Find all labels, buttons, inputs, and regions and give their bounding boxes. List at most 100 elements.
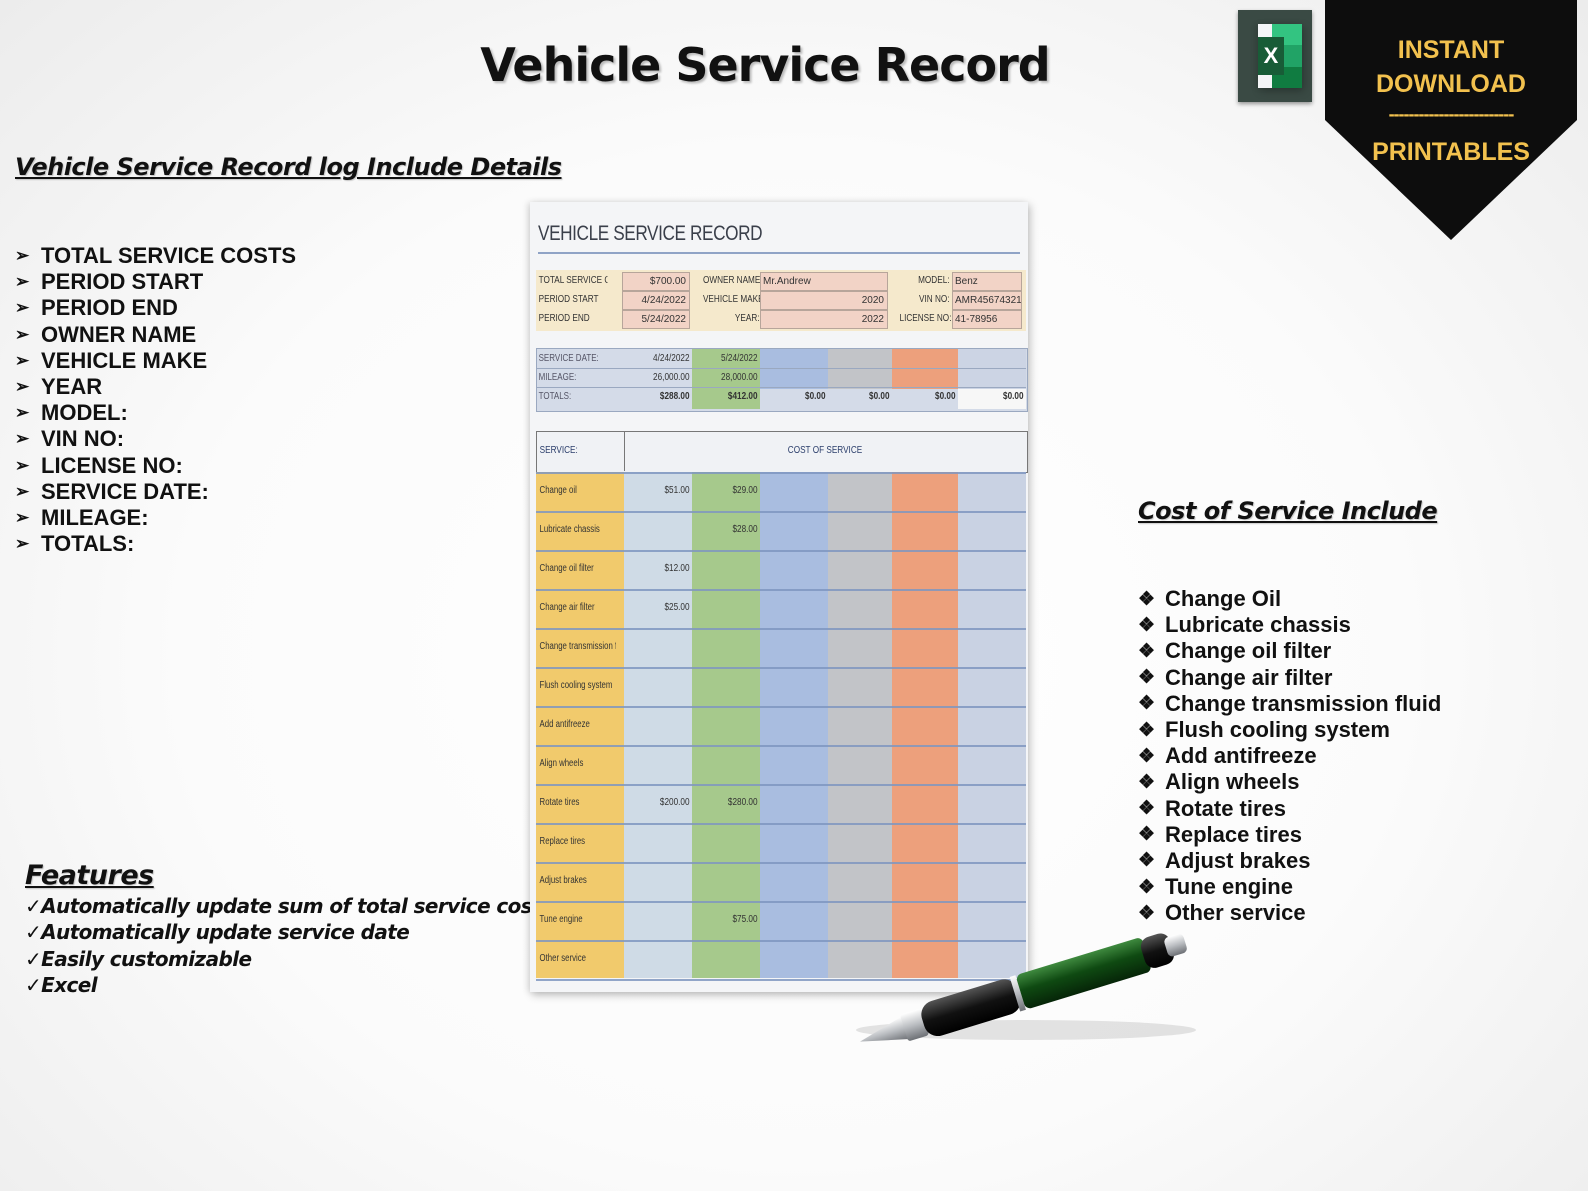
summary-column-fill bbox=[892, 349, 958, 389]
summary-value: 28,000.00 bbox=[721, 372, 758, 383]
service-name: Flush cooling system bbox=[539, 680, 613, 691]
cost-item-text: Adjust brakes bbox=[1165, 847, 1311, 873]
bullet-icon: ✓ bbox=[25, 973, 42, 998]
info-value: AMR45674321 bbox=[952, 291, 1022, 310]
detail-item-text: TOTALS: bbox=[41, 531, 135, 557]
detail-item-text: VIN NO: bbox=[41, 426, 125, 452]
cost-item-text: Align wheels bbox=[1165, 769, 1300, 795]
detail-item: ➢ VEHICLE MAKE bbox=[15, 348, 296, 374]
details-list: ➢TOTAL SERVICE COSTS➢PERIOD START➢PERIOD… bbox=[15, 243, 296, 557]
bullet-icon: ✓ bbox=[25, 920, 42, 945]
service-name: Tune engine bbox=[539, 914, 583, 925]
grid-line bbox=[536, 368, 1026, 369]
page-title: Vehicle Service Record bbox=[480, 38, 1050, 92]
detail-item-text: YEAR bbox=[41, 374, 103, 400]
cost-item: ❖ Change oil filter bbox=[1138, 638, 1441, 664]
service-name: Adjust brakes bbox=[539, 875, 587, 886]
service-name: Replace tires bbox=[539, 836, 586, 847]
cost-item: ❖Tune engine bbox=[1138, 874, 1441, 900]
detail-item: ➢LICENSE NO: bbox=[15, 453, 296, 479]
detail-item-text: VEHICLE MAKE bbox=[41, 347, 208, 373]
summary-value: $0.00 bbox=[1003, 391, 1024, 402]
bullet-icon: ➢ bbox=[15, 481, 30, 501]
service-header-row bbox=[536, 431, 1028, 473]
grid-line bbox=[536, 667, 1026, 669]
cost-item: ❖ Change transmission fluid bbox=[1138, 691, 1441, 717]
cost-item-text: Change oil filter bbox=[1165, 638, 1332, 664]
grid-line bbox=[536, 784, 1026, 786]
details-heading: Vehicle Service Record log Include Detai… bbox=[15, 153, 562, 181]
info-value: 4/24/2022 bbox=[622, 291, 690, 310]
bullet-icon: ➢ bbox=[15, 324, 30, 344]
detail-item: ➢MODEL: bbox=[15, 400, 296, 426]
detail-item: ➢MILEAGE: bbox=[15, 505, 296, 531]
service-cost: $51.00 bbox=[664, 485, 690, 496]
detail-item: ➢PERIOD END bbox=[15, 295, 296, 321]
detail-item-text: OWNER NAME bbox=[41, 321, 197, 347]
cost-item: ❖Lubricate chassis bbox=[1138, 612, 1441, 638]
service-cost: $75.00 bbox=[732, 914, 758, 925]
cost-item-text: Tune engine bbox=[1165, 874, 1293, 900]
bullet-icon: ➢ bbox=[15, 429, 30, 449]
info-label: VEHICLE MAKE: bbox=[702, 294, 762, 305]
cost-item-text: Change transmission fluid bbox=[1165, 690, 1442, 716]
cost-item: ❖Add antifreeze bbox=[1138, 743, 1441, 769]
detail-item-text: LICENSE NO: bbox=[41, 452, 183, 478]
grid-line bbox=[536, 472, 1026, 474]
service-name: Lubricate chassis bbox=[539, 524, 600, 535]
cost-include-heading: Cost of Service Include bbox=[1138, 497, 1438, 525]
detail-item: ➢PERIOD START bbox=[15, 269, 296, 295]
service-label-column bbox=[536, 472, 624, 978]
grid-line bbox=[536, 589, 1026, 591]
service-name: Change air filter bbox=[539, 602, 595, 613]
feature-item: ✓Excel bbox=[25, 972, 541, 998]
service-name: Align wheels bbox=[539, 758, 584, 769]
service-name: Add antifreeze bbox=[539, 719, 590, 730]
cost-item-text: Other service bbox=[1165, 900, 1306, 926]
detail-item: ➢ OWNER NAME bbox=[15, 322, 296, 348]
bullet-icon: ➢ bbox=[15, 350, 30, 370]
features-heading: Features bbox=[25, 860, 154, 891]
summary-label: MILEAGE: bbox=[538, 372, 577, 383]
bullet-icon: ➢ bbox=[15, 246, 30, 266]
bullet-icon: ✓ bbox=[25, 946, 42, 971]
service-cost: $280.00 bbox=[727, 797, 758, 808]
bullet-icon: ❖ bbox=[1138, 824, 1156, 846]
cost-item: ❖Replace tires bbox=[1138, 822, 1441, 848]
bullet-icon: ❖ bbox=[1138, 693, 1156, 715]
bullet-icon: ➢ bbox=[15, 298, 30, 318]
instant-download-badge: INSTANT DOWNLOAD -----------------------… bbox=[1325, 0, 1577, 242]
summary-value: 5/24/2022 bbox=[721, 353, 758, 364]
service-cost: $12.00 bbox=[664, 563, 690, 574]
cost-header: COST OF SERVICE bbox=[787, 445, 863, 456]
title-rule bbox=[538, 252, 1020, 254]
service-name: Rotate tires bbox=[539, 797, 580, 808]
info-label: YEAR: bbox=[734, 313, 760, 324]
feature-item-text: Easily customizable bbox=[41, 946, 252, 971]
badge-dashes: ------------------------- bbox=[1388, 104, 1515, 124]
bullet-icon: ❖ bbox=[1138, 771, 1156, 793]
service-record-sheet: VEHICLE SERVICE RECORD SERVICE: COST OF … bbox=[530, 202, 1028, 992]
cost-item-text: Lubricate chassis bbox=[1165, 612, 1351, 638]
detail-item-text: MODEL: bbox=[41, 400, 128, 426]
info-label: TOTAL SERVICE COSTS: bbox=[538, 275, 608, 286]
service-header: SERVICE: bbox=[539, 445, 578, 456]
grid-line bbox=[536, 940, 1026, 942]
summary-column-fill bbox=[760, 349, 828, 389]
cost-column bbox=[892, 472, 958, 978]
feature-item: ✓Easily customizable bbox=[25, 946, 541, 972]
info-value: 5/24/2022 bbox=[622, 310, 690, 329]
grid-line bbox=[536, 511, 1026, 513]
feature-item-text: Automatically update sum of total servic… bbox=[41, 894, 542, 919]
grid-line bbox=[536, 550, 1026, 552]
detail-item-text: PERIOD START bbox=[41, 269, 204, 295]
detail-item-text: SERVICE DATE: bbox=[41, 478, 209, 504]
bullet-icon: ❖ bbox=[1138, 745, 1156, 767]
cost-item: ❖Adjust brakes bbox=[1138, 848, 1441, 874]
summary-value: 4/24/2022 bbox=[653, 353, 690, 364]
cost-item: ❖Rotate tires bbox=[1138, 796, 1441, 822]
totals-row-fill bbox=[958, 389, 1026, 409]
bullet-icon: ❖ bbox=[1138, 640, 1156, 662]
summary-column-fill bbox=[958, 349, 1026, 389]
service-name: Change transmission fluid bbox=[539, 641, 616, 652]
